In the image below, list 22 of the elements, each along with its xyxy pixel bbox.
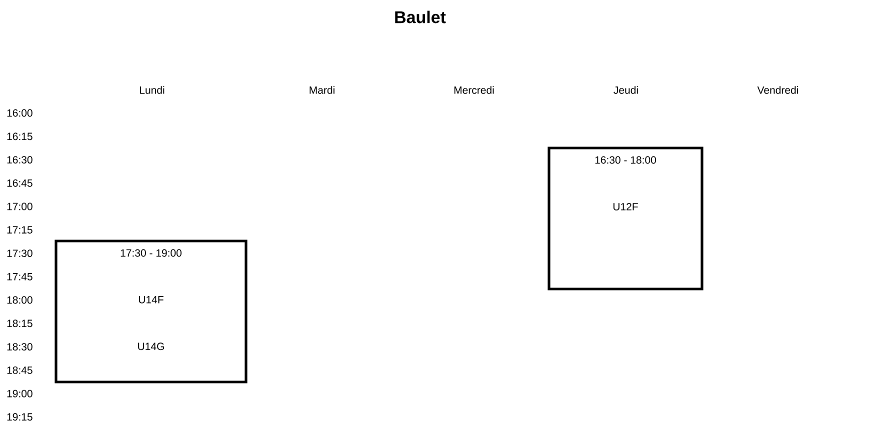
day-header: Jeudi bbox=[614, 86, 638, 94]
time-label: 19:00 bbox=[7, 390, 32, 398]
time-label: 16:45 bbox=[7, 179, 32, 187]
time-label: 16:15 bbox=[7, 132, 32, 140]
day-header: Lundi bbox=[140, 86, 164, 94]
time-label: 17:30 bbox=[7, 250, 32, 258]
title: Baulet bbox=[395, 10, 446, 24]
time-label: 17:15 bbox=[7, 226, 32, 234]
session-box: 17:30 - 19:00 U14F U14G bbox=[54, 240, 248, 384]
day-header: Mardi bbox=[310, 86, 334, 94]
time-label: 17:45 bbox=[7, 273, 32, 280]
time-label: 18:00 bbox=[7, 296, 32, 304]
time-label: 16:30 bbox=[7, 156, 32, 164]
time-label: 18:30 bbox=[7, 343, 32, 351]
time-label: 17:00 bbox=[7, 202, 32, 210]
time-label: 18:15 bbox=[7, 320, 32, 328]
session-box: 16:30 - 18:00 U12F bbox=[548, 146, 704, 290]
day-header: Vendredi bbox=[757, 86, 798, 94]
time-label: 19:15 bbox=[7, 413, 32, 421]
time-label: 16:00 bbox=[7, 109, 32, 117]
day-header: Mercredi bbox=[454, 86, 494, 94]
time-label: 18:45 bbox=[7, 366, 32, 374]
